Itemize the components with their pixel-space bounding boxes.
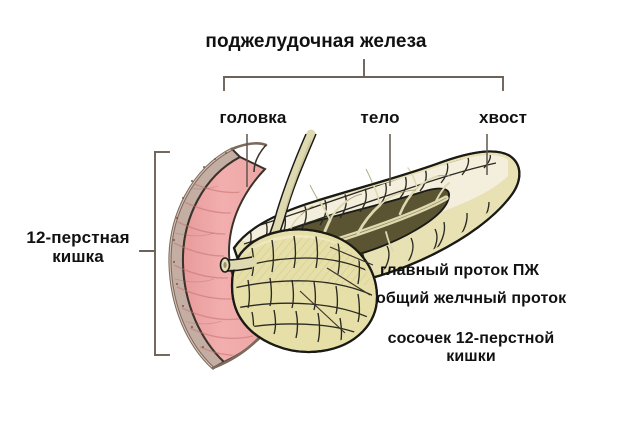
leader-lines bbox=[246, 134, 488, 187]
leader-papilla bbox=[299, 290, 346, 334]
label-papilla-line2: кишки bbox=[446, 347, 496, 365]
label-papilla-line1: сосочек 12-перстной bbox=[387, 330, 555, 347]
label-common-bile-duct: общий желчный проток bbox=[376, 290, 567, 307]
label-pancreas-tail: хвост bbox=[478, 108, 528, 127]
pancreas-head bbox=[231, 228, 379, 354]
label-pancreas-body: тело bbox=[360, 108, 400, 127]
main-pancreatic-duct bbox=[219, 256, 257, 273]
pancreas-head-lobules bbox=[236, 235, 372, 347]
pancreas-bracket bbox=[223, 59, 504, 91]
label-main-pancreatic-duct: главный проток ПЖ bbox=[380, 262, 540, 279]
duct-tree-fine-branches bbox=[300, 168, 452, 216]
leader-main-duct bbox=[329, 246, 374, 266]
page-title: поджелудочная железа bbox=[205, 31, 427, 52]
label-duodenum-line2: кишка bbox=[52, 247, 104, 267]
leader-bile-duct bbox=[326, 267, 371, 296]
label-duodenum-line1: 12-перстная bbox=[26, 228, 130, 247]
label-pancreas-head: головка bbox=[219, 108, 287, 127]
leader-lines-right bbox=[299, 246, 374, 334]
duodenum-serosa-dots bbox=[172, 152, 227, 349]
duodenum-bracket bbox=[139, 151, 170, 356]
